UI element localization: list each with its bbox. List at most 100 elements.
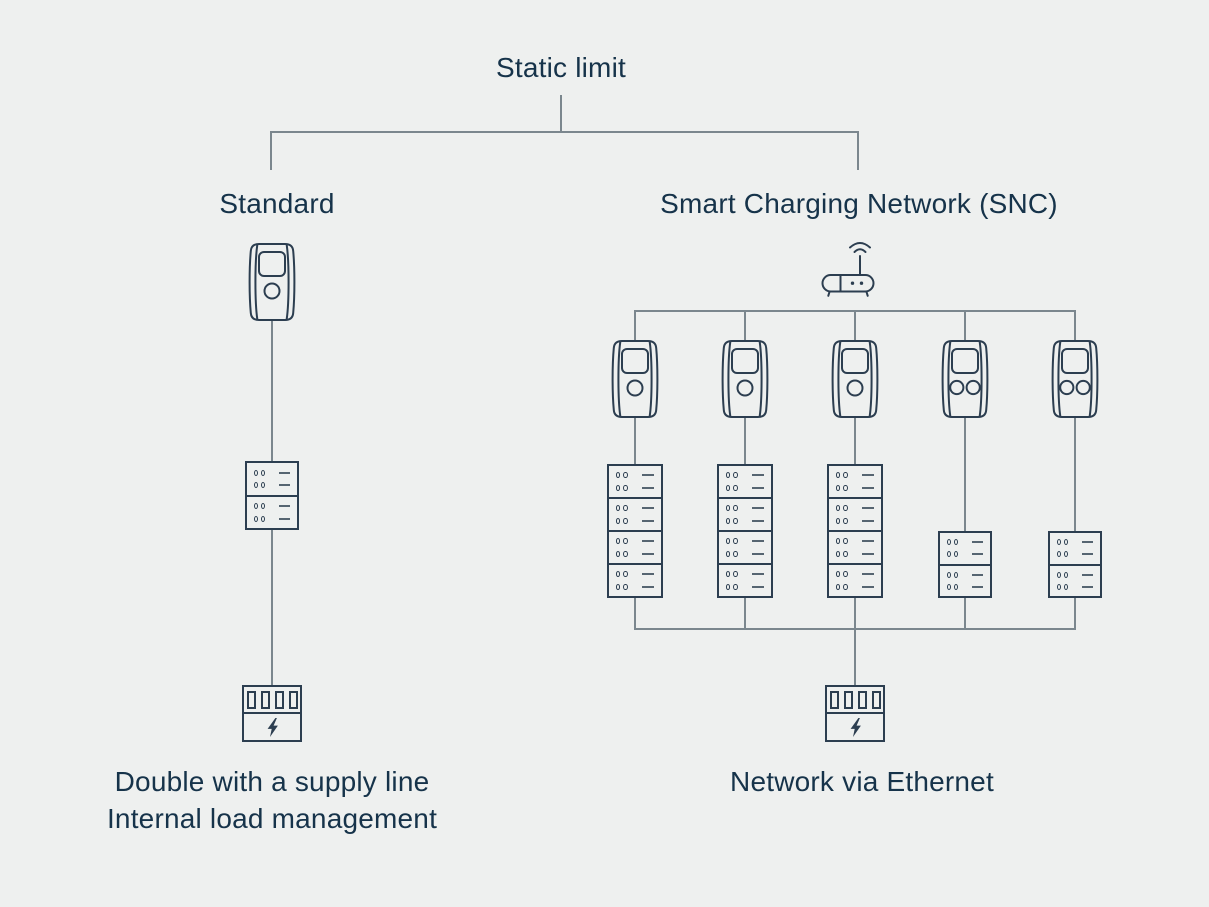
caption-standard: Double with a supply line Internal load … xyxy=(22,763,522,837)
distribution-board-icon xyxy=(245,461,299,530)
connector-bus-meter xyxy=(854,628,856,685)
switch-lever xyxy=(751,585,764,588)
connector-bus-wallbox xyxy=(964,310,966,341)
breaker-row xyxy=(616,472,654,479)
terminal-dot xyxy=(733,517,738,524)
connector-wallbox-distribution xyxy=(964,417,966,533)
breaker-row xyxy=(836,538,874,545)
terminal-dot xyxy=(616,517,621,524)
terminal-dot xyxy=(254,469,259,476)
switch-lever xyxy=(1082,541,1093,544)
breaker-row xyxy=(836,472,874,479)
terminal-dot xyxy=(733,484,738,491)
branch-label-standard: Standard xyxy=(219,188,335,219)
terminal-dot xyxy=(616,472,621,479)
terminal-dot xyxy=(843,472,848,479)
switch-lever xyxy=(279,505,290,507)
connector-title-stem xyxy=(560,95,562,133)
switch-lever xyxy=(279,517,290,520)
breaker-section xyxy=(940,563,990,597)
meter-module xyxy=(871,690,881,709)
breaker-row xyxy=(836,505,874,512)
terminal-dot xyxy=(726,517,731,524)
switch-lever xyxy=(751,573,764,576)
terminal-dot xyxy=(733,583,738,590)
branch-label-snc: Smart Charging Network (SNC) xyxy=(660,188,1058,219)
terminal-dot xyxy=(733,571,738,578)
terminal-dot xyxy=(726,472,731,479)
terminal-dot xyxy=(1057,583,1062,590)
breaker-row xyxy=(254,469,290,476)
breaker-section xyxy=(609,530,661,563)
terminal-dot xyxy=(726,571,731,578)
connector-branch xyxy=(270,131,859,133)
caption-standard-line1: Double with a supply line xyxy=(114,766,430,797)
breaker-section xyxy=(247,494,297,529)
switch-lever xyxy=(751,552,764,555)
breaker-section xyxy=(609,466,661,497)
breaker-section xyxy=(719,563,771,596)
switch-lever xyxy=(751,507,764,510)
connector-distribution-bus xyxy=(634,597,636,629)
breaker-row xyxy=(947,539,983,546)
connector-drop-standard xyxy=(270,131,272,170)
switch-lever xyxy=(751,474,764,477)
terminal-dot xyxy=(254,503,259,509)
connector-bus-wallbox xyxy=(744,310,746,341)
distribution-board-icon xyxy=(607,464,663,598)
terminal-dot xyxy=(1064,583,1069,590)
meter-modules xyxy=(827,687,883,714)
terminal-dot xyxy=(836,484,841,491)
distribution-board-icon xyxy=(938,531,992,598)
breaker-row xyxy=(726,517,764,524)
terminal-dot xyxy=(261,503,266,509)
lightning-bolt-icon xyxy=(850,717,861,737)
terminal-dot xyxy=(1064,571,1069,578)
terminal-dot xyxy=(836,550,841,557)
breaker-row xyxy=(254,482,290,488)
meter-module xyxy=(274,690,284,709)
breaker-row xyxy=(726,505,764,512)
breaker-row xyxy=(947,583,983,590)
distribution-board-icon xyxy=(717,464,773,598)
terminal-dot xyxy=(726,505,731,512)
distribution-board-icon xyxy=(827,464,883,598)
breaker-section xyxy=(1050,533,1100,564)
terminal-dot xyxy=(954,539,959,546)
terminal-dot xyxy=(947,583,952,590)
breaker-row xyxy=(616,517,654,524)
terminal-dot xyxy=(623,550,628,557)
ev-charger-icon xyxy=(247,242,297,322)
breaker-row xyxy=(947,571,983,578)
meter-module xyxy=(843,690,853,709)
breaker-row xyxy=(616,538,654,545)
switch-lever xyxy=(972,585,983,588)
terminal-dot xyxy=(726,538,731,545)
terminal-dot xyxy=(616,505,621,512)
switch-lever xyxy=(641,585,654,588)
terminal-dot xyxy=(843,505,848,512)
terminal-dot xyxy=(954,571,959,578)
terminal-dot xyxy=(254,482,259,488)
terminal-dot xyxy=(836,517,841,524)
terminal-dot xyxy=(623,505,628,512)
meter-bolt-row xyxy=(827,714,883,740)
terminal-dot xyxy=(261,469,266,476)
terminal-dot xyxy=(616,550,621,557)
connector-wallbox-distribution xyxy=(271,320,273,463)
terminal-dot xyxy=(1064,539,1069,546)
breaker-row xyxy=(616,550,654,557)
switch-lever xyxy=(641,573,654,576)
ev-charger-icon xyxy=(610,339,660,419)
ev-charger-icon xyxy=(830,339,880,419)
switch-lever xyxy=(861,519,874,522)
diagram-title: Static limit xyxy=(496,52,626,83)
electric-meter-icon xyxy=(825,685,885,742)
switch-lever xyxy=(641,540,654,543)
terminal-dot xyxy=(836,538,841,545)
terminal-dot xyxy=(261,482,266,488)
switch-lever xyxy=(1082,553,1093,556)
terminal-dot xyxy=(1057,571,1062,578)
breaker-row xyxy=(726,484,764,491)
